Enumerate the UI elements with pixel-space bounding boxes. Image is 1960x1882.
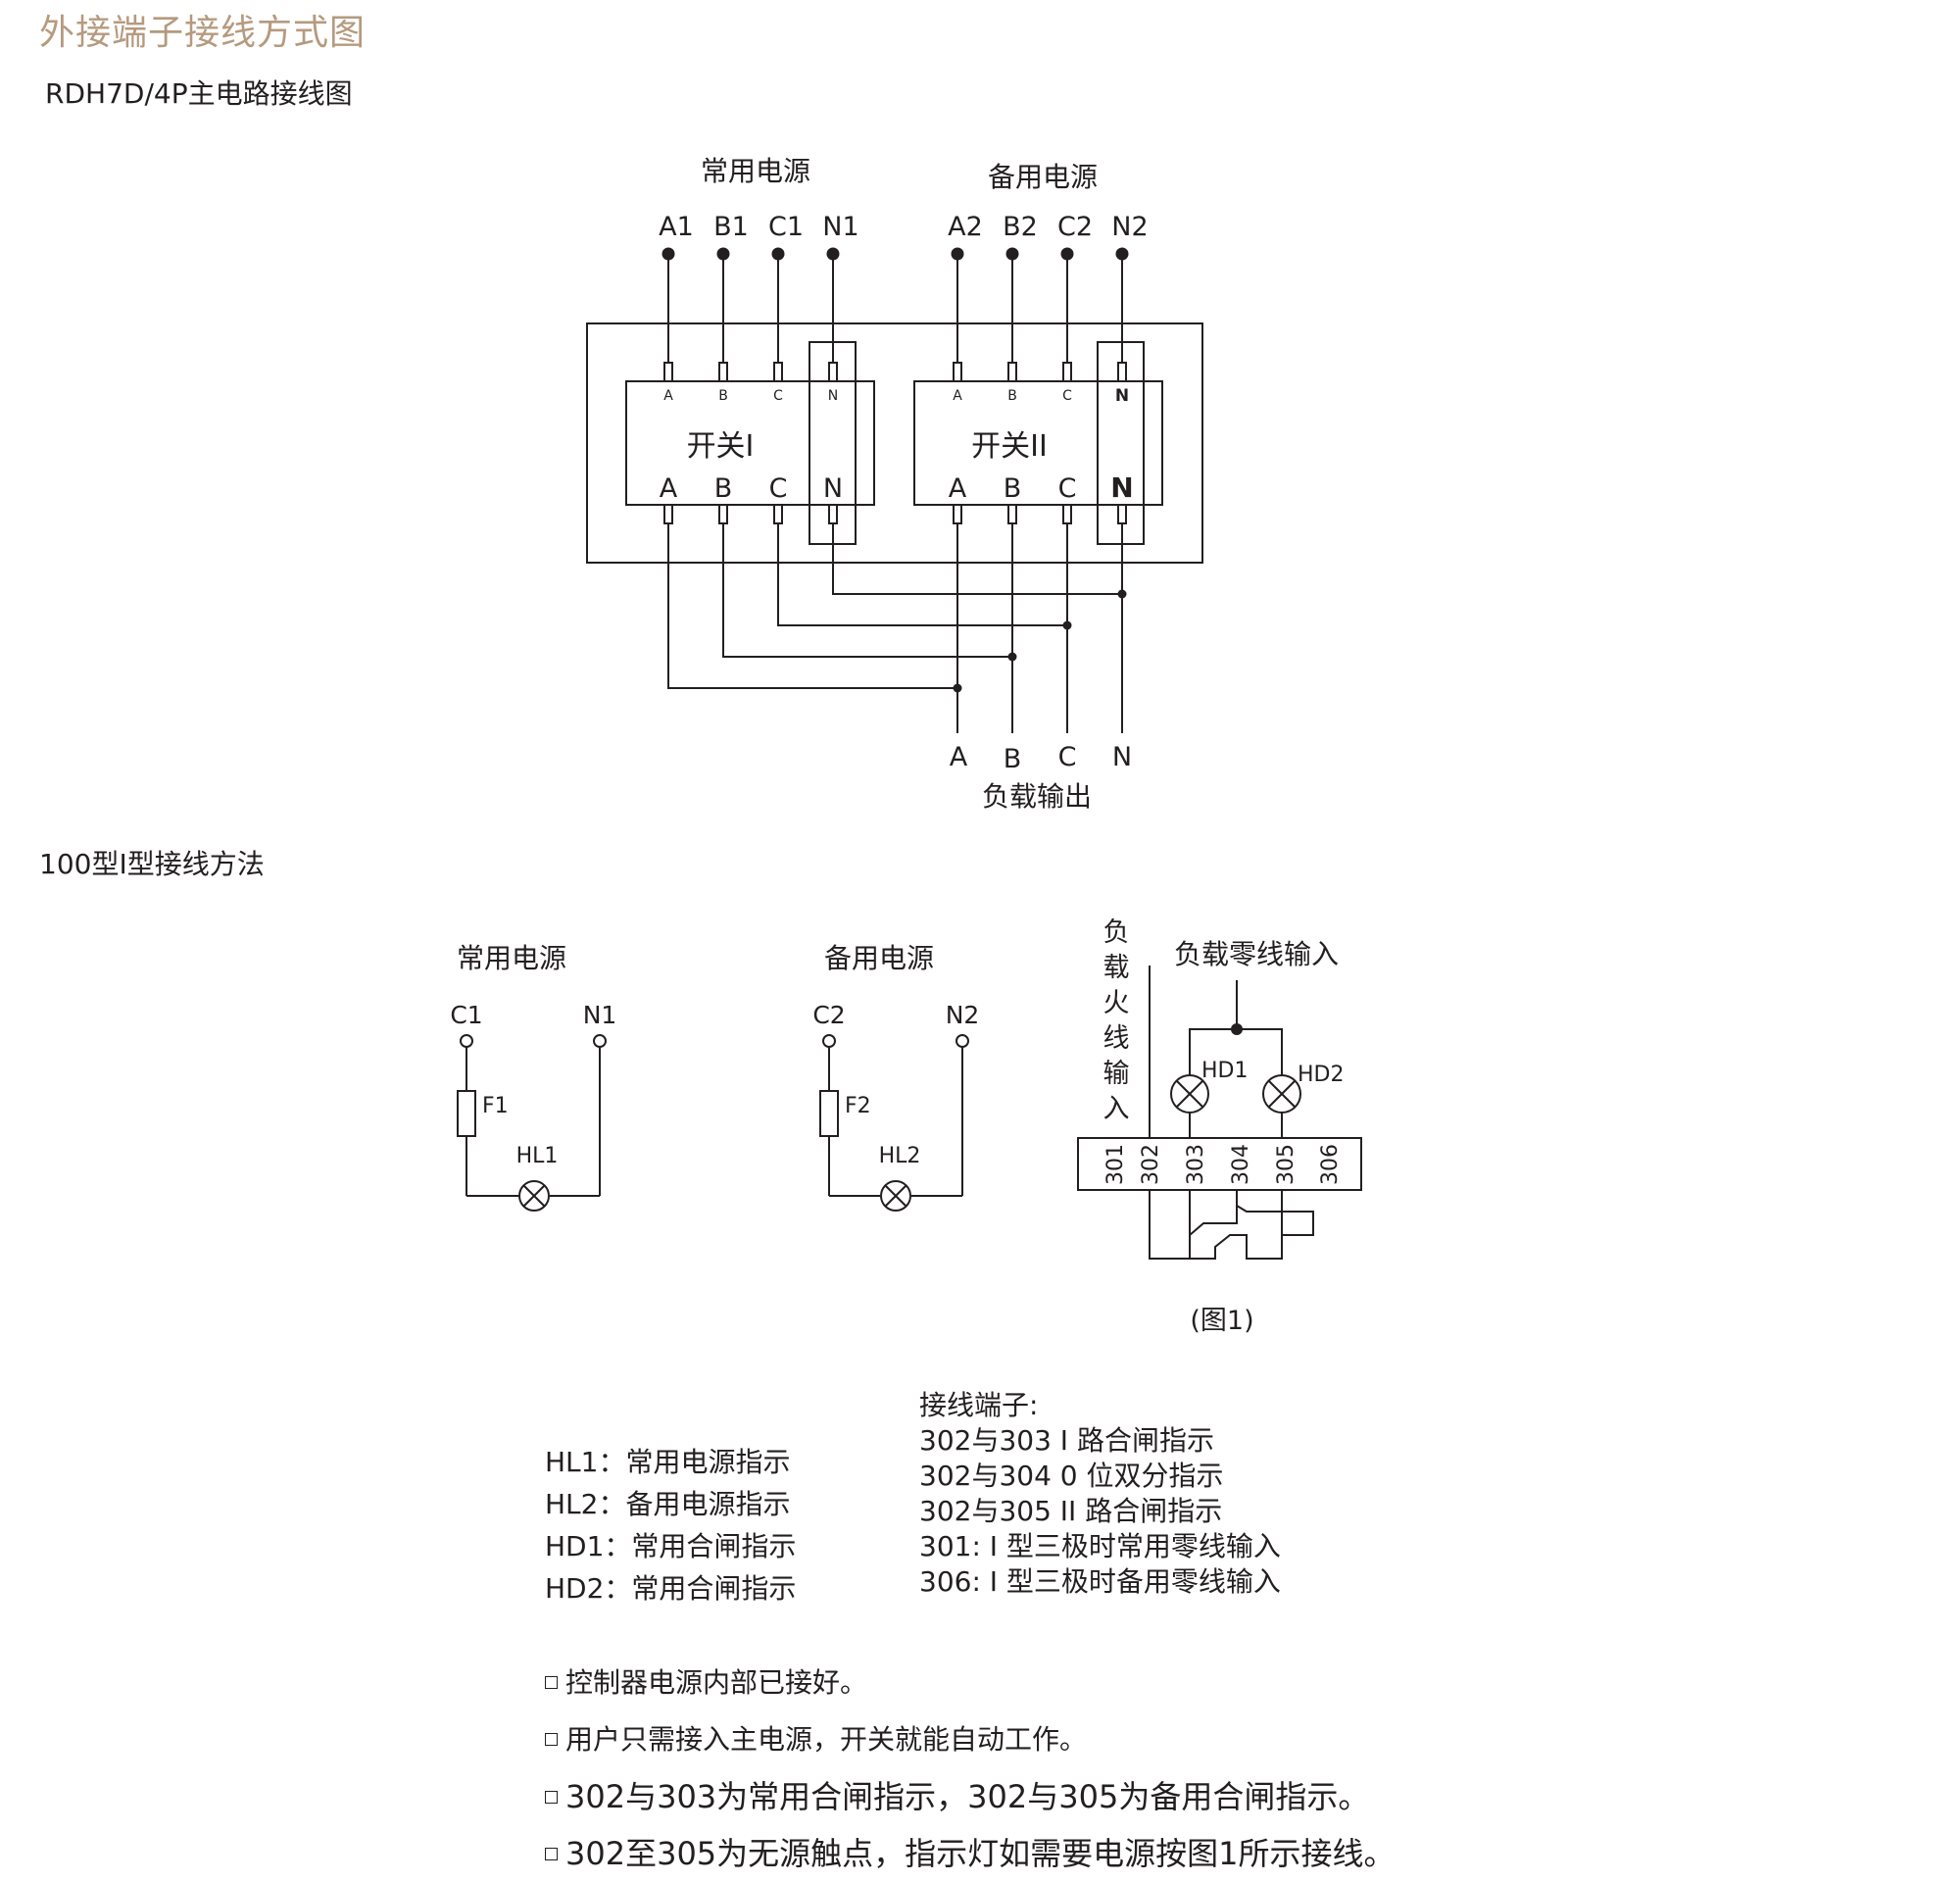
circuit2-title: 备用电源	[824, 942, 934, 974]
terminal-303: 303	[1184, 1144, 1208, 1185]
source2-label: 备用电源	[988, 161, 1098, 193]
terminal-notes: 接线端子: 302与303 I 路合闸指示 302与304 0 位双分指示 30…	[919, 1388, 1281, 1600]
terminal-note-line: 302与303 I 路合闸指示	[919, 1424, 1214, 1457]
live-input-char: 输	[1103, 1059, 1130, 1089]
circuit1-lamp-label: HL1	[516, 1144, 559, 1168]
pole-small-label: N	[828, 388, 838, 404]
note-text: 302至305为无源触点，指示灯如需要电源按图1所示接线。	[565, 1835, 1396, 1872]
pole-large-label: B	[714, 473, 733, 504]
note-item: 302至305为无源触点，指示灯如需要电源按图1所示接线。	[545, 1825, 1396, 1882]
source1-terminal: B1	[713, 212, 749, 242]
pole-small-label: B	[1007, 388, 1017, 404]
bullet-square-icon	[545, 1847, 558, 1860]
terminal-note-line: 306: I 型三极时备用零线输入	[919, 1565, 1281, 1598]
source1-terminal: A1	[659, 212, 694, 242]
legend-item: HD2：常用合闸指示	[545, 1572, 797, 1605]
output-label: 负载输出	[982, 780, 1092, 813]
circuit1-title: 常用电源	[457, 942, 566, 974]
source1-label: 常用电源	[701, 155, 810, 187]
circuit2-fuse-label: F2	[845, 1094, 871, 1118]
circuit1-right-terminal: N1	[583, 1001, 617, 1029]
terminal-note-line: 302与305 II 路合闸指示	[919, 1495, 1223, 1527]
terminal-note-line: 302与304 0 位双分指示	[919, 1460, 1224, 1492]
circuit1-fuse-label: F1	[482, 1094, 509, 1118]
output-terminal: C	[1058, 742, 1077, 772]
output-terminal: A	[950, 742, 968, 772]
terminal-notes-title: 接线端子:	[919, 1389, 1039, 1421]
bullet-square-icon	[545, 1732, 558, 1746]
live-input-char: 载	[1103, 953, 1130, 983]
pole-large-label: A	[949, 473, 967, 504]
pole-small-label: N	[1115, 386, 1129, 406]
live-input-char: 火	[1103, 988, 1130, 1018]
switch2-label: 开关II	[971, 429, 1048, 464]
pole-small-label: A	[663, 388, 673, 404]
legend-item: HL2：备用电源指示	[545, 1488, 791, 1520]
terminal-301: 301	[1103, 1144, 1128, 1185]
pole-large-label: C	[769, 473, 788, 504]
circuit2-right-terminal: N2	[946, 1001, 980, 1029]
pole-large-label: N	[823, 473, 843, 504]
source2-terminal: A2	[948, 212, 983, 242]
terminal-305: 305	[1274, 1144, 1298, 1185]
note-text: 302与303为常用合闸指示，302与305为备用合闸指示。	[565, 1778, 1370, 1815]
legend: HL1：常用电源指示 HL2：备用电源指示 HD1：常用合闸指示 HD2：常用合…	[545, 1441, 796, 1610]
type100-subtitle: 100型I型接线方法	[39, 848, 265, 880]
terminal-note-line: 301: I 型三极时常用零线输入	[919, 1530, 1281, 1562]
pole-large-label: A	[660, 473, 678, 504]
neutral-input-label: 负载零线输入	[1174, 938, 1339, 970]
switch1-box	[625, 380, 875, 506]
note-item: 302与303为常用合闸指示，302与305为备用合闸指示。	[545, 1768, 1396, 1825]
legend-item: HD1：常用合闸指示	[545, 1530, 797, 1562]
switch2-n-frame	[1097, 341, 1145, 545]
note-text: 控制器电源内部已接好。	[565, 1666, 868, 1699]
source2-terminal: N2	[1111, 212, 1148, 242]
switch2-box	[913, 380, 1163, 506]
notes-list: 控制器电源内部已接好。 用户只需接入主电源，开关就能自动工作。 302与303为…	[545, 1655, 1396, 1882]
source1-terminal: N1	[822, 212, 858, 242]
live-input-char: 线	[1103, 1023, 1130, 1054]
source1-terminal: C1	[768, 212, 804, 242]
source2-terminal: B2	[1003, 212, 1038, 242]
source2-terminal: C2	[1057, 212, 1093, 242]
pole-small-label: B	[718, 388, 728, 404]
live-input-char: 入	[1103, 1094, 1130, 1124]
hd1-label: HD1	[1201, 1059, 1248, 1083]
pole-large-label: B	[1004, 473, 1022, 504]
figure1-caption: (图1)	[1190, 1306, 1253, 1336]
output-terminal: N	[1112, 742, 1132, 772]
pole-small-label: A	[953, 388, 962, 404]
legend-item: HL1：常用电源指示	[545, 1446, 791, 1478]
note-item: 用户只需接入主电源，开关就能自动工作。	[545, 1711, 1396, 1768]
terminal-304: 304	[1229, 1144, 1253, 1185]
note-item: 控制器电源内部已接好。	[545, 1655, 1396, 1711]
live-input-char: 负	[1103, 917, 1130, 948]
main-diagram-subtitle: RDH7D/4P主电路接线图	[45, 77, 353, 110]
note-text: 用户只需接入主电源，开关就能自动工作。	[565, 1723, 1088, 1756]
pole-small-label: C	[773, 388, 783, 404]
terminal-306: 306	[1318, 1144, 1343, 1185]
circuit1-left-terminal: C1	[450, 1001, 482, 1029]
pole-large-label: C	[1058, 473, 1077, 504]
output-terminal: B	[1004, 744, 1022, 774]
circuit2-lamp-label: HL2	[879, 1144, 921, 1168]
bullet-square-icon	[545, 1790, 558, 1804]
pole-small-label: C	[1062, 388, 1072, 404]
circuit2-left-terminal: C2	[812, 1001, 845, 1029]
terminal-302: 302	[1139, 1144, 1163, 1185]
hd2-label: HD2	[1298, 1063, 1344, 1087]
outer-frame	[586, 322, 1203, 564]
bullet-square-icon	[545, 1675, 558, 1689]
switch1-label: 开关I	[687, 429, 755, 464]
page-title: 外接端子接线方式图	[39, 13, 367, 53]
pole-large-label: N	[1110, 471, 1133, 504]
